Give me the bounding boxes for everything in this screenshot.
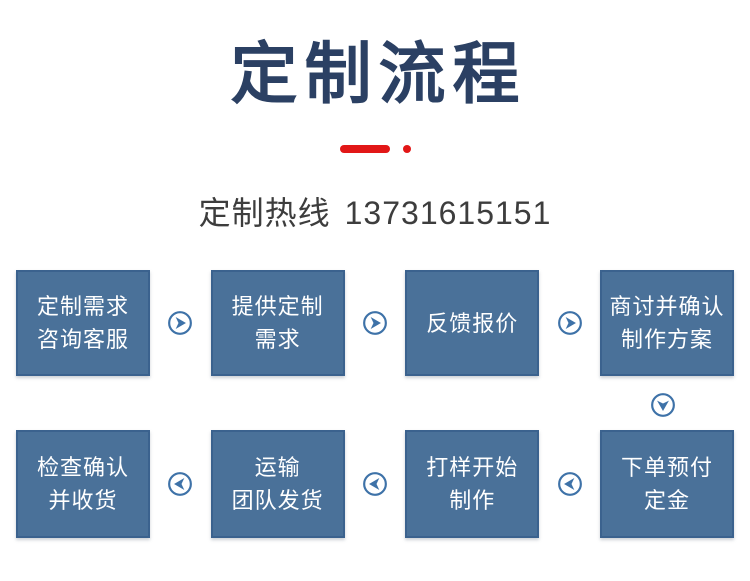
flow-row-bottom: 检查确认 并收货 运输 团队发货 打样开始 制作	[0, 430, 750, 538]
step-label: 咨询客服	[36, 327, 129, 352]
title-divider	[0, 145, 750, 153]
circle-arrow-left-icon	[557, 471, 583, 497]
step-label: 制作	[449, 488, 496, 513]
circle-arrow-right-icon	[362, 310, 388, 336]
step-label: 商讨并确认	[609, 294, 725, 319]
step-label: 制作方案	[620, 327, 713, 352]
flow-row-top: 定制需求 咨询客服 提供定制 需求 反馈报价	[0, 270, 750, 376]
hotline-number: 13731615151	[344, 195, 552, 231]
step-box-provide-requirements: 提供定制 需求	[210, 270, 345, 376]
hotline-label: 定制热线	[198, 195, 331, 231]
step-box-sample-production: 打样开始 制作	[405, 430, 540, 538]
step-box-consult-service: 定制需求 咨询客服	[16, 270, 150, 376]
page-title: 定制流程	[230, 37, 527, 112]
circle-arrow-right-icon	[167, 310, 193, 336]
circle-arrow-right-icon	[557, 310, 583, 336]
step-box-shipping-team: 运输 团队发货	[210, 430, 345, 538]
hotline: 定制热线 13731615151	[0, 192, 750, 234]
step-box-confirm-plan: 商讨并确认 制作方案	[599, 270, 734, 376]
step-label: 定金	[643, 488, 690, 513]
circle-arrow-left-icon	[167, 471, 193, 497]
circle-arrow-left-icon	[362, 471, 388, 497]
divider-bar	[339, 145, 390, 153]
step-label: 需求	[254, 327, 301, 352]
step-label: 提供定制	[231, 294, 324, 319]
step-label: 定制需求	[36, 294, 129, 319]
circle-arrow-down-icon	[650, 392, 676, 418]
step-box-inspect-receive: 检查确认 并收货	[16, 430, 150, 538]
step-box-order-deposit: 下单预付 定金	[599, 430, 734, 538]
step-label: 运输	[254, 455, 301, 480]
step-label: 并收货	[48, 488, 118, 513]
step-label: 团队发货	[231, 488, 324, 513]
step-label: 打样开始	[426, 455, 519, 480]
step-box-feedback-quote: 反馈报价	[405, 270, 540, 376]
divider-dot	[402, 145, 411, 153]
step-label: 检查确认	[36, 455, 129, 480]
step-label: 反馈报价	[426, 310, 519, 336]
step-label: 下单预付	[620, 455, 713, 480]
